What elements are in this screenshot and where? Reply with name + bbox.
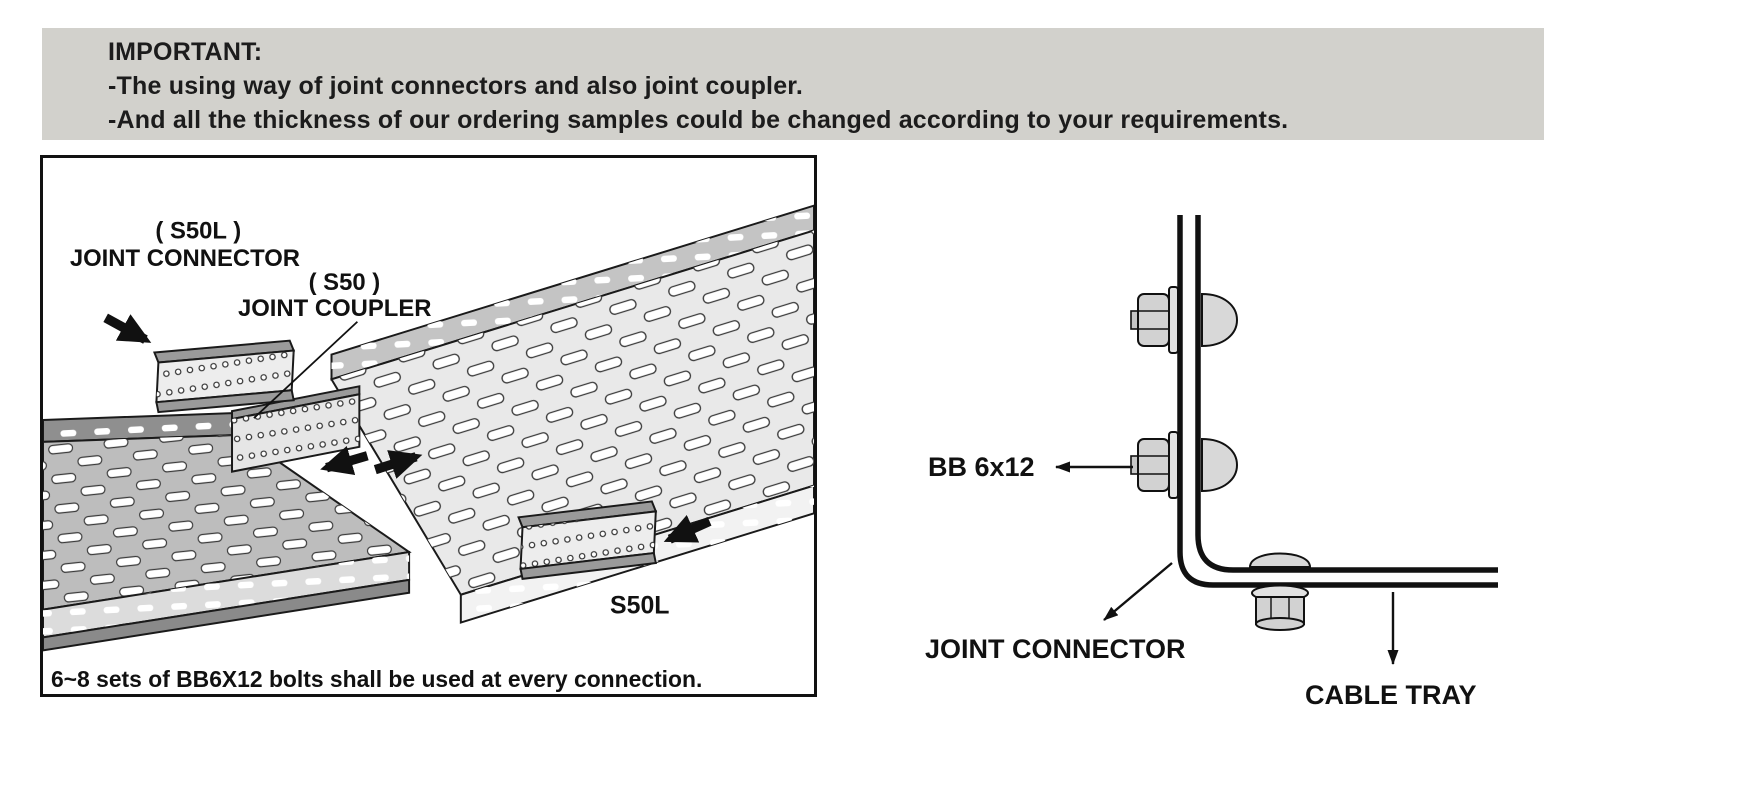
cable-tray-right <box>329 204 814 624</box>
banner-title: IMPORTANT: <box>108 38 263 66</box>
assembly-diagram: ( S50L ) JOINT CONNECTOR ( S50 ) JOINT C… <box>43 204 814 692</box>
banner-line-2: -And all the thickness of our ordering s… <box>108 106 1289 134</box>
assembly-arrow-icon-middle-left <box>320 446 369 476</box>
tray-corner-profile <box>1177 215 1498 588</box>
cross-section-panel: BB 6x12 JOINT CONNECTOR CABLE TRAY <box>850 180 1550 760</box>
diagram-caption: 6~8 sets of BB6X12 bolts shall be used a… <box>51 666 702 692</box>
coupler-leader-line <box>253 321 358 419</box>
label-joint-coupler: JOINT COUPLER <box>238 295 432 322</box>
bolt-assembly-upper <box>1130 286 1239 354</box>
joint-connector-plate-bottom <box>517 500 658 580</box>
label-s50-code: ( S50 ) <box>309 269 381 296</box>
joint-connector-plate-top <box>153 339 296 414</box>
assembly-arrow-icon-bottom-right <box>663 514 712 544</box>
label-s50l-code: ( S50L ) <box>155 217 241 244</box>
banner-line-1: -The using way of joint connectors and a… <box>108 72 803 100</box>
label-s50l-part: S50L <box>610 593 669 620</box>
joint-connector-pointer-arrow <box>1103 562 1173 621</box>
assembly-arrow-icon-top-left <box>103 313 152 344</box>
cable-tray-left <box>43 412 412 652</box>
label-cable-tray: CABLE TRAY <box>1305 680 1477 710</box>
important-banner: IMPORTANT: -The using way of joint conne… <box>42 28 1544 140</box>
label-joint-connector: JOINT CONNECTOR <box>70 245 300 272</box>
label-joint-connector-right: JOINT CONNECTOR <box>925 634 1186 664</box>
assembly-diagram-frame: ( S50L ) JOINT CONNECTOR ( S50 ) JOINT C… <box>40 155 817 697</box>
assembly-arrow-icon-middle-right <box>373 450 423 479</box>
cross-section-diagram: BB 6x12 JOINT CONNECTOR CABLE TRAY <box>925 215 1498 710</box>
label-bolt-size: BB 6x12 <box>928 452 1035 482</box>
bolt-assembly-bottom <box>1248 552 1312 631</box>
bolt-assembly-middle <box>1130 431 1238 499</box>
